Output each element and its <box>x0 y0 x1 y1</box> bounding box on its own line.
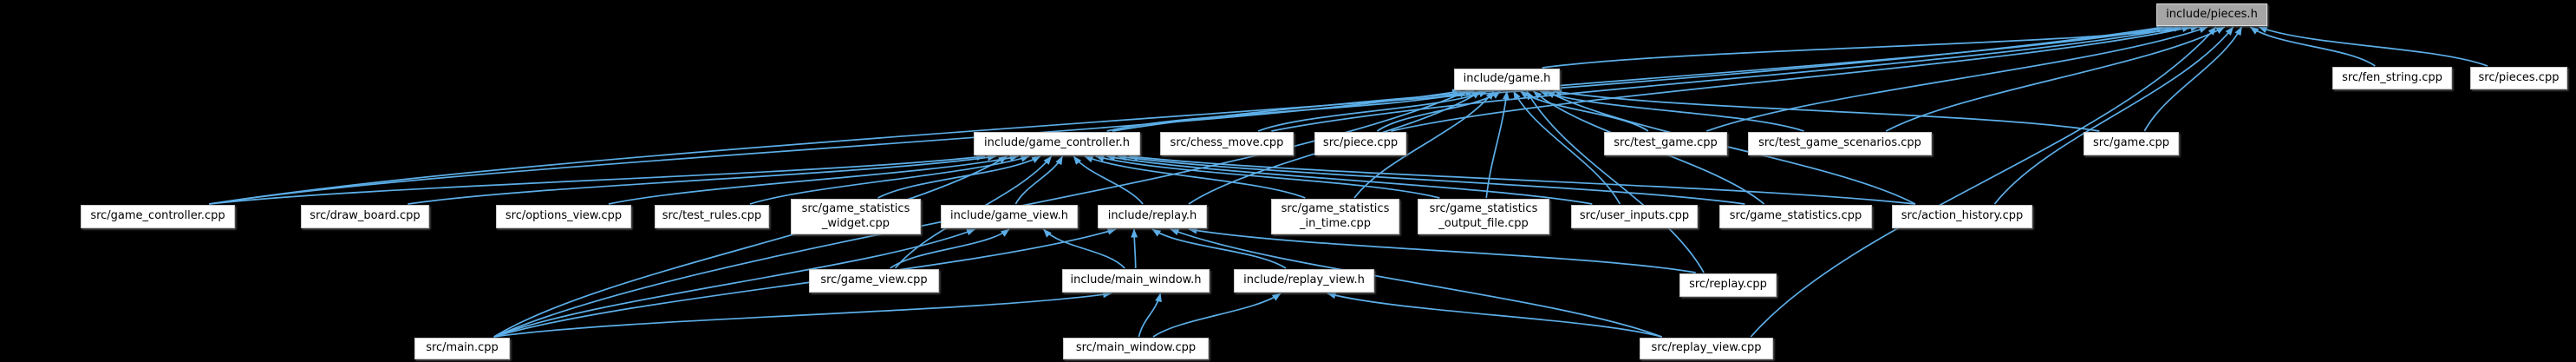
include-edge <box>2258 26 2488 67</box>
include-edge <box>1271 24 2183 132</box>
include-edge <box>1138 293 1162 338</box>
include-edge <box>209 154 986 205</box>
include-edge <box>1112 24 2175 132</box>
include-edge <box>1014 155 1064 205</box>
node-src-game-view-cpp[interactable]: src/game_view.cpp <box>809 269 939 293</box>
include-edge <box>749 155 1030 205</box>
include-edge <box>1526 90 1705 273</box>
node-src-replay-cpp[interactable]: src/replay.cpp <box>1679 273 1777 297</box>
node-src-action-history-cpp[interactable]: src/action_history.cpp <box>1892 205 2032 228</box>
include-edge <box>1151 228 1287 269</box>
node-src-game-cpp[interactable]: src/game.cpp <box>2084 132 2179 155</box>
node-src-game-controller-cpp[interactable]: src/game_controller.cpp <box>81 205 235 228</box>
include-edge <box>493 227 1117 338</box>
include-edge <box>1170 228 1662 338</box>
include-edge <box>2249 26 2376 67</box>
include-edge <box>1131 228 1138 269</box>
include-edge <box>1552 89 2100 132</box>
node-src-user-inputs-cpp[interactable]: src/user_inputs.cpp <box>1571 205 1698 228</box>
include-edge <box>2143 26 2243 132</box>
node-src-fen-string-cpp[interactable]: src/fen_string.cpp <box>2332 67 2452 89</box>
node-include-main-window-h[interactable]: include/main_window.h <box>1062 269 1210 293</box>
node-include-game-controller-h[interactable]: include/game_controller.h <box>974 132 1140 155</box>
node-src-main-window-cpp[interactable]: src/main_window.cpp <box>1063 338 1209 359</box>
node-src-piece-cpp[interactable]: src/piece.cpp <box>1314 132 1406 155</box>
include-edge <box>1073 155 1144 205</box>
node-src-test-rules-cpp[interactable]: src/test_rules.cpp <box>655 205 769 228</box>
include-edge <box>1106 89 1475 132</box>
node-src-main-cpp[interactable]: src/main.cpp <box>414 338 510 359</box>
include-edge <box>1750 26 2217 338</box>
node-src-game-statistics-cpp[interactable]: src/game_statistics.cpp <box>1719 205 1872 228</box>
node-src-draw-board-cpp[interactable]: src/draw_board.cpp <box>301 205 429 228</box>
node-include-pieces-h[interactable]: include/pieces.h <box>2156 3 2267 26</box>
include-edge <box>493 291 1112 338</box>
include-edge <box>408 154 997 205</box>
include-edge <box>493 155 1008 338</box>
include-edge <box>1391 25 2191 132</box>
node-src-chess-move-cpp[interactable]: src/chess_move.cpp <box>1160 132 1294 155</box>
include-edge <box>1993 26 2234 205</box>
node-include-replay-view-h[interactable]: include/replay_view.h <box>1234 269 1374 293</box>
include-edge <box>1353 90 1495 199</box>
include-edge <box>1327 292 1662 338</box>
include-edge <box>877 155 1041 199</box>
include-edge <box>1095 155 1440 199</box>
include-edge <box>1376 90 1501 132</box>
node-src-game-statistics-in-time-cpp[interactable]: src/game_statistics _in_time.cpp <box>1271 199 1399 234</box>
include-edge <box>1257 90 1488 132</box>
include-edge <box>1117 154 1745 205</box>
node-src-game-statistics-output-file-cpp[interactable]: src/game_statistics _output_file.cpp <box>1418 199 1549 234</box>
include-edge <box>1485 90 1510 199</box>
include-edge <box>1512 90 1621 205</box>
node-include-game-view-h[interactable]: include/game_view.h <box>941 205 1078 228</box>
node-include-replay-h[interactable]: include/replay.h <box>1098 205 1207 228</box>
include-edge <box>890 228 1010 269</box>
include-edge <box>209 24 2166 205</box>
include-edge <box>1128 154 1916 205</box>
node-src-test-game-cpp[interactable]: src/test_game.cpp <box>1604 132 1727 155</box>
node-src-test-game-scenarios-cpp[interactable]: src/test_game_scenarios.cpp <box>1748 132 1932 155</box>
node-src-options-view-cpp[interactable]: src/options_view.cpp <box>496 205 631 228</box>
include-edge <box>1084 155 1306 199</box>
include-edge <box>1542 24 2200 69</box>
include-edge <box>1188 227 1696 273</box>
node-src-game-statistics-widget-cpp[interactable]: src/game_statistics _widget.cpp <box>791 199 921 234</box>
node-src-pieces-cpp[interactable]: src/pieces.cpp <box>2470 67 2567 89</box>
include-edge <box>1539 90 1804 132</box>
include-edge <box>1706 26 2208 132</box>
include-edge <box>608 155 1019 205</box>
include-edge <box>1106 154 1593 205</box>
include-edge <box>1042 228 1125 269</box>
node-include-game-h[interactable]: include/game.h <box>1454 69 1560 90</box>
include-edge <box>1546 90 1916 205</box>
include-edge <box>493 228 975 338</box>
include-edge <box>1152 293 1281 338</box>
node-src-replay-view-cpp[interactable]: src/replay_view.cpp <box>1640 338 1773 359</box>
